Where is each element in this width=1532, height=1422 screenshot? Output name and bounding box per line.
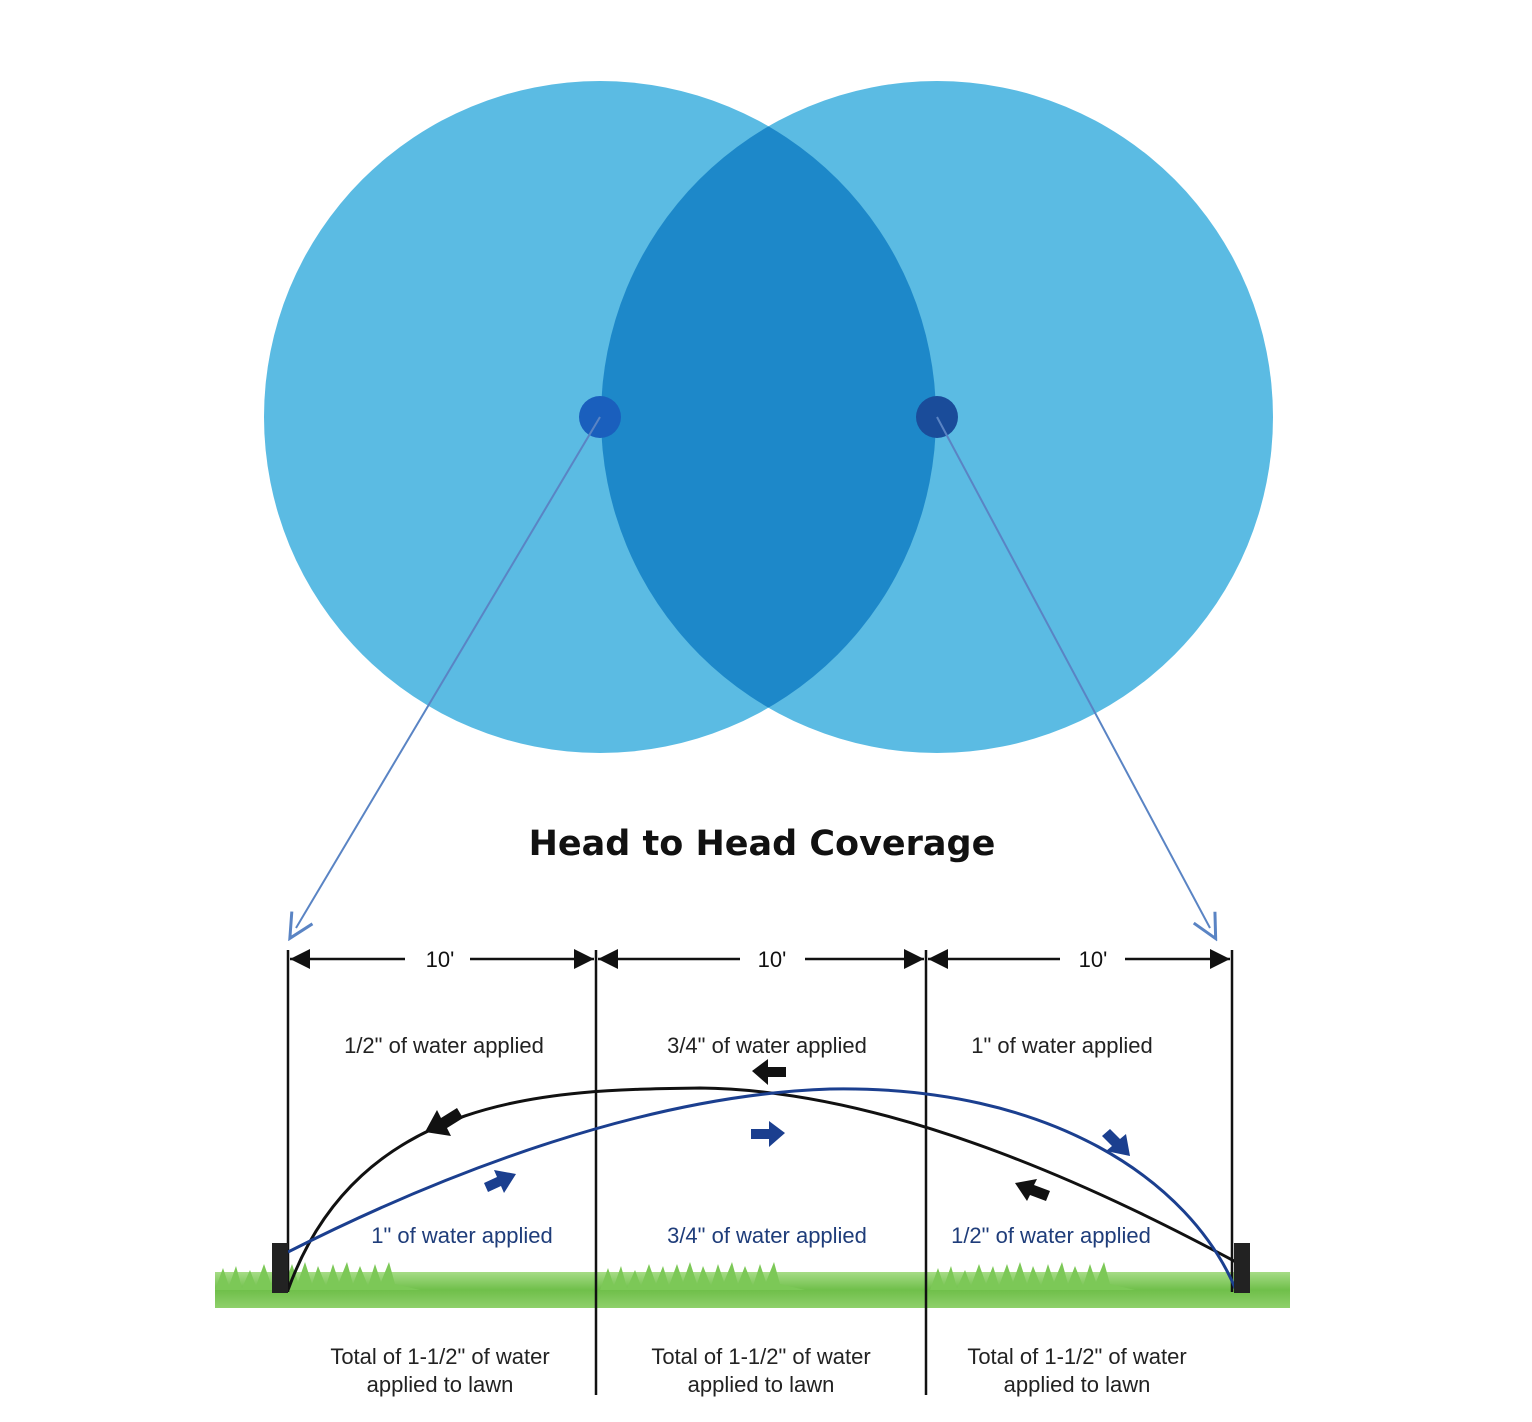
zone-boundaries <box>286 950 1234 1395</box>
spacing-label-2: 10' <box>758 947 787 972</box>
black-spray-arc <box>286 1086 1237 1291</box>
spacing-dimensions: 10' 10' 10' <box>290 947 1230 972</box>
dimension-1: 10' <box>290 947 594 972</box>
page-title: Head to Head Coverage <box>529 824 996 864</box>
total-label-1-line1: Total of 1-1/2" of water <box>330 1344 549 1369</box>
lower-label-3: 1/2" of water applied <box>951 1223 1151 1248</box>
upper-label-3: 1" of water applied <box>971 1033 1152 1058</box>
upper-label-2: 3/4" of water applied <box>667 1033 867 1058</box>
black-direction-arrow-icon <box>425 1108 463 1136</box>
lower-label-2: 3/4" of water applied <box>667 1223 867 1248</box>
lawn-grass <box>215 1262 1290 1308</box>
black-direction-arrow-icon <box>1015 1179 1050 1201</box>
total-label-2-line1: Total of 1-1/2" of water <box>651 1344 870 1369</box>
blue-direction-arrow-icon <box>751 1121 785 1147</box>
left-pointer-arrow <box>296 416 601 928</box>
coverage-circles <box>264 81 1273 753</box>
lower-label-1: 1" of water applied <box>371 1223 552 1248</box>
total-label-1-line2: applied to lawn <box>367 1372 514 1397</box>
total-label-3-line2: applied to lawn <box>1004 1372 1151 1397</box>
black-direction-arrow-icon <box>752 1059 786 1085</box>
dimension-2: 10' <box>598 947 924 972</box>
total-label-2-line2: applied to lawn <box>688 1372 835 1397</box>
flow-arrows <box>425 1059 1130 1201</box>
blue-direction-arrow-icon <box>484 1170 516 1193</box>
blue-spray-arc <box>287 1087 1238 1291</box>
total-label-3-line1: Total of 1-1/2" of water <box>967 1344 1186 1369</box>
dimension-3: 10' <box>928 947 1230 972</box>
upper-label-1: 1/2" of water applied <box>344 1033 544 1058</box>
pointer-arrows <box>296 416 1210 928</box>
right-sprinkler-head-icon <box>1234 1243 1250 1293</box>
overlap-region <box>601 81 936 753</box>
spacing-label-1: 10' <box>426 947 455 972</box>
right-pointer-arrow <box>936 416 1210 928</box>
spacing-label-3: 10' <box>1079 947 1108 972</box>
blue-direction-arrow-icon <box>1102 1129 1130 1156</box>
left-sprinkler-head-icon <box>272 1243 288 1293</box>
